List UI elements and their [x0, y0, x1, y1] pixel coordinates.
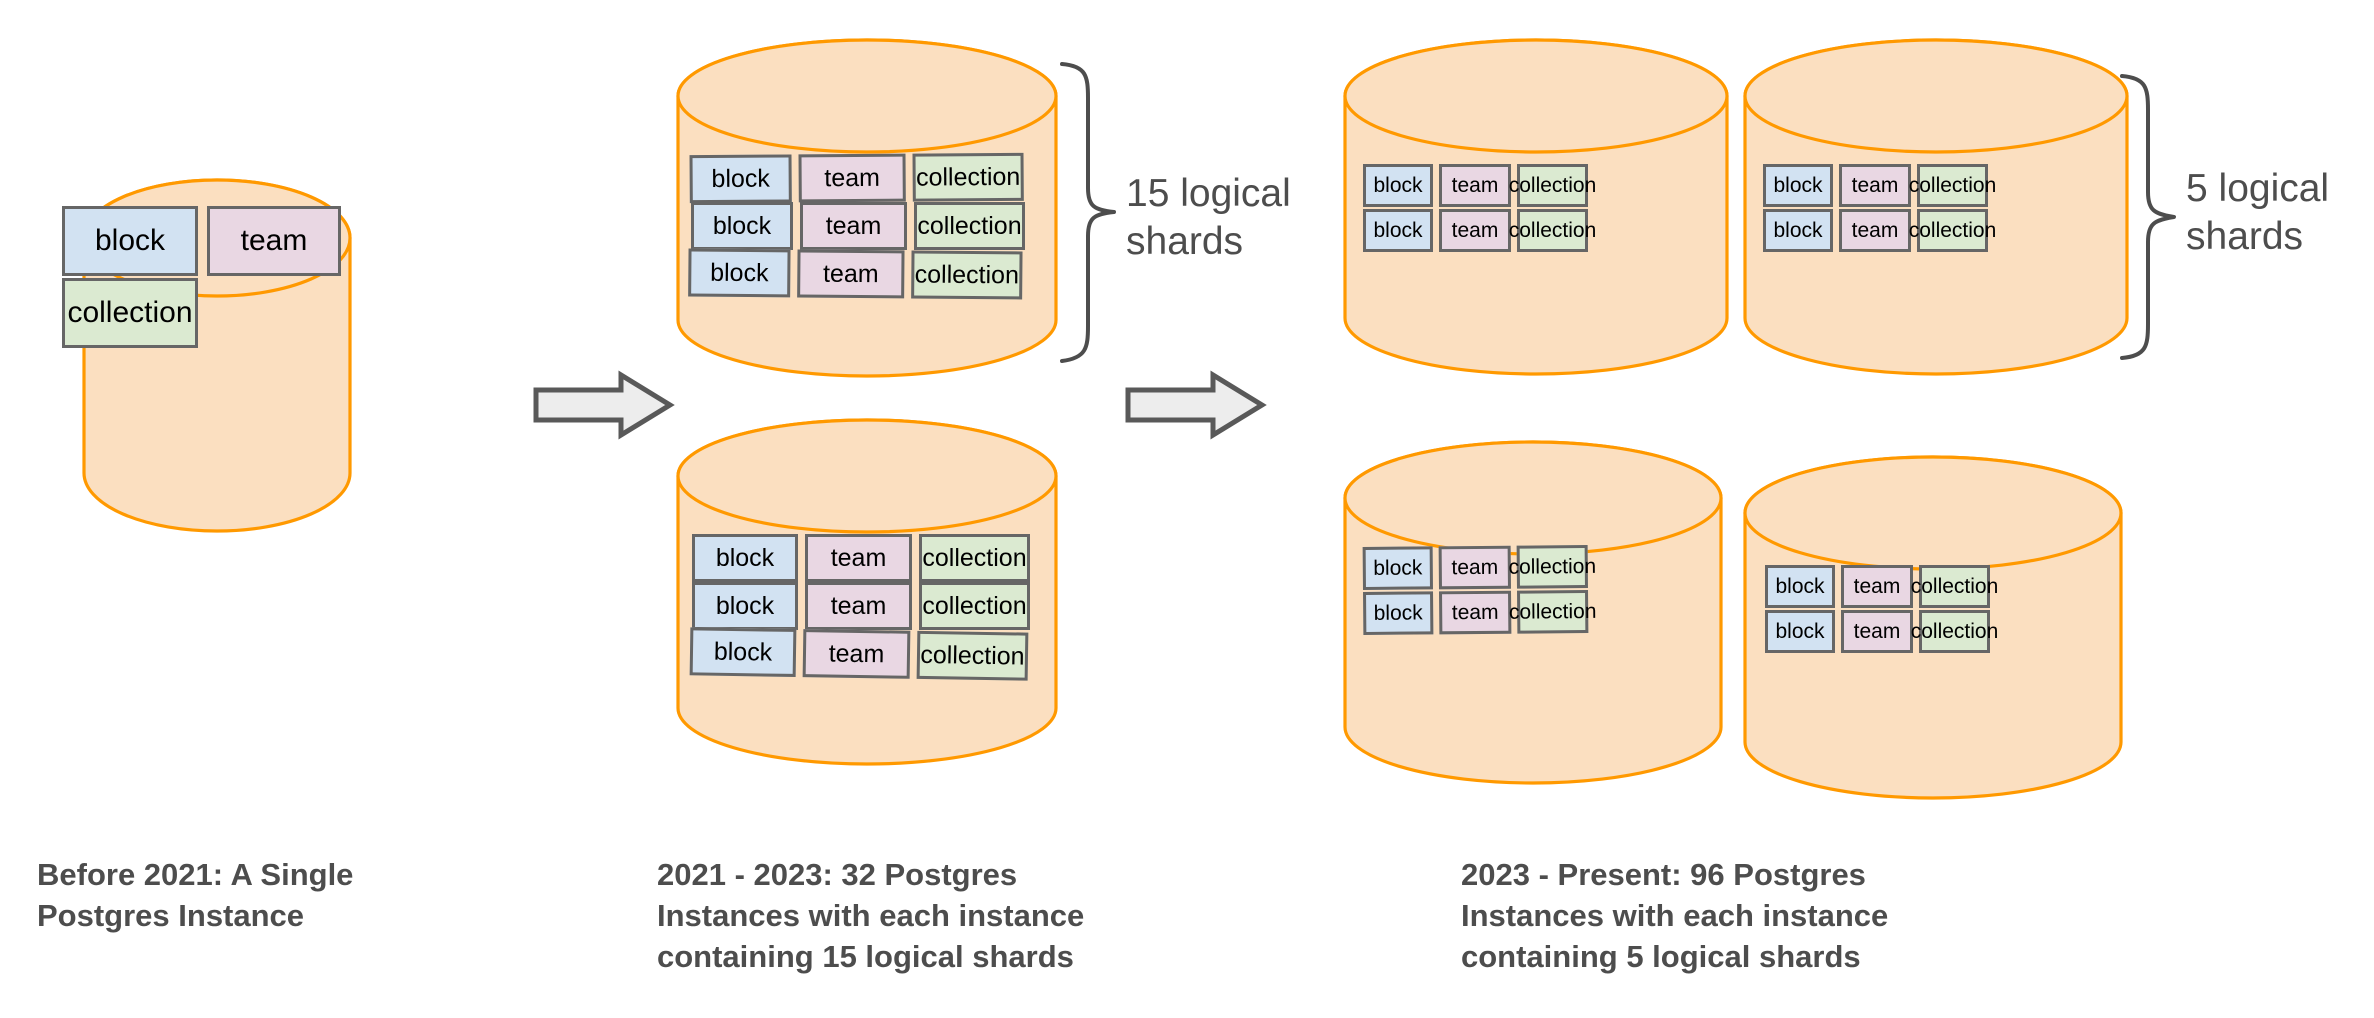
caption-2023-present: 2023 - Present: 96 Postgres Instances wi… [1461, 857, 1889, 975]
shard-grid-2023-tl: block team collection block team collect… [1363, 164, 1596, 252]
shard-row: block team collection [689, 152, 1024, 204]
shard-team[interactable]: team [1841, 610, 1913, 653]
shard-row: block team collection [1765, 610, 1998, 653]
arrow-right-2 [1125, 370, 1267, 440]
shard-collection[interactable]: collection [1509, 164, 1596, 207]
shard-grid-2021-bottom: block team collection block team collect… [689, 534, 1030, 681]
cylinder-shape [1743, 38, 2129, 376]
shard-row: block team collection [691, 202, 1025, 250]
shard-collection[interactable]: collection [1911, 610, 1998, 653]
shard-block[interactable]: block [688, 248, 791, 298]
shard-collection[interactable]: collection [1509, 209, 1596, 252]
shard-collection[interactable]: collection [1909, 209, 1996, 252]
shard-row: block team collection [1363, 590, 1597, 635]
brace-label-15-shards: 15 logical shards [1126, 172, 1291, 263]
shard-block[interactable]: block [1765, 565, 1835, 608]
shard-block[interactable]: block [1763, 209, 1833, 252]
shard-team[interactable]: team [207, 206, 341, 276]
shard-team[interactable]: team [798, 153, 906, 203]
shard-grid-2023-bl: block team collection block team collect… [1362, 545, 1597, 635]
caption-before-2021: Before 2021: A Single Postgres Instance [37, 857, 354, 934]
brace-label-5-shards: 5 logical shards [2186, 167, 2330, 258]
cylinder-2021-top: block team collection block team collect… [676, 38, 1058, 378]
shard-collection[interactable]: collection [911, 250, 1023, 300]
shard-collection[interactable]: collection [919, 582, 1030, 630]
shard-grid-before-2021: block team collection [62, 206, 341, 348]
shard-row: block team collection [692, 582, 1030, 630]
shard-row: block team collection [1363, 164, 1596, 207]
shard-block[interactable]: block [689, 154, 792, 204]
shard-team[interactable]: team [802, 629, 911, 679]
shard-grid-2023-tr: block team collection block team collect… [1763, 164, 1996, 252]
cylinder-2023-bottom-right: block team collection block team collect… [1743, 455, 2123, 800]
shard-team[interactable]: team [1439, 164, 1511, 207]
shard-row: block team collection [1363, 209, 1596, 252]
shard-row: block team collection [688, 248, 1023, 300]
shard-team[interactable]: team [797, 249, 905, 299]
shard-row: block team collection [689, 627, 1029, 681]
shard-block[interactable]: block [1362, 546, 1433, 590]
shard-collection[interactable]: collection [912, 152, 1024, 202]
shard-block[interactable]: block [1363, 209, 1433, 252]
shard-collection[interactable]: collection [916, 630, 1029, 681]
brace-5-shards [2118, 72, 2178, 362]
shard-row: block team [62, 206, 341, 276]
cylinder-2021-bottom: block team collection block team collect… [676, 418, 1058, 766]
shard-collection[interactable]: collection [914, 202, 1025, 250]
shard-team[interactable]: team [805, 582, 912, 630]
shard-team[interactable]: team [1839, 164, 1911, 207]
shard-grid-2023-br: block team collection block team collect… [1765, 565, 1998, 653]
shard-block[interactable]: block [1763, 164, 1833, 207]
shard-row: block team collection [692, 534, 1030, 582]
shard-collection[interactable]: collection [1509, 590, 1597, 634]
brace-15-shards [1058, 60, 1118, 365]
shard-block[interactable]: block [692, 582, 798, 630]
shard-block[interactable]: block [1363, 591, 1434, 635]
cylinder-shape [1743, 455, 2123, 800]
shard-team[interactable]: team [1439, 209, 1511, 252]
shard-block[interactable]: block [1765, 610, 1835, 653]
shard-row: block team collection [1763, 164, 1996, 207]
shard-team[interactable]: team [1439, 590, 1512, 635]
shard-row: block team collection [1362, 545, 1596, 590]
cylinder-before-2021: block team collection [62, 178, 352, 533]
shard-collection[interactable]: collection [1508, 545, 1596, 589]
cylinder-2023-top-right: block team collection block team collect… [1743, 38, 2129, 376]
shard-block[interactable]: block [692, 534, 798, 582]
shard-row: block team collection [1763, 209, 1996, 252]
arrow-right-1 [533, 370, 675, 440]
shard-team[interactable]: team [800, 202, 907, 250]
shard-block[interactable]: block [62, 206, 198, 276]
shard-block[interactable]: block [689, 627, 797, 677]
shard-block[interactable]: block [691, 202, 793, 250]
shard-team[interactable]: team [1839, 209, 1911, 252]
shard-collection[interactable]: collection [62, 278, 198, 348]
shard-collection[interactable]: collection [1909, 164, 1996, 207]
shard-team[interactable]: team [805, 534, 912, 582]
cylinder-2023-top-left: block team collection block team collect… [1343, 38, 1729, 376]
shard-row: collection [62, 278, 341, 348]
shard-grid-2021-top: block team collection block team collect… [688, 152, 1025, 300]
shard-team[interactable]: team [1438, 545, 1511, 590]
cylinder-shape [1343, 38, 1729, 376]
caption-2021-2023: 2021 - 2023: 32 Postgres Instances with … [657, 857, 1085, 975]
cylinder-2023-bottom-left: block team collection block team collect… [1343, 440, 1723, 785]
shard-collection[interactable]: collection [919, 534, 1030, 582]
shard-collection[interactable]: collection [1911, 565, 1998, 608]
shard-row: block team collection [1765, 565, 1998, 608]
shard-team[interactable]: team [1841, 565, 1913, 608]
shard-block[interactable]: block [1363, 164, 1433, 207]
